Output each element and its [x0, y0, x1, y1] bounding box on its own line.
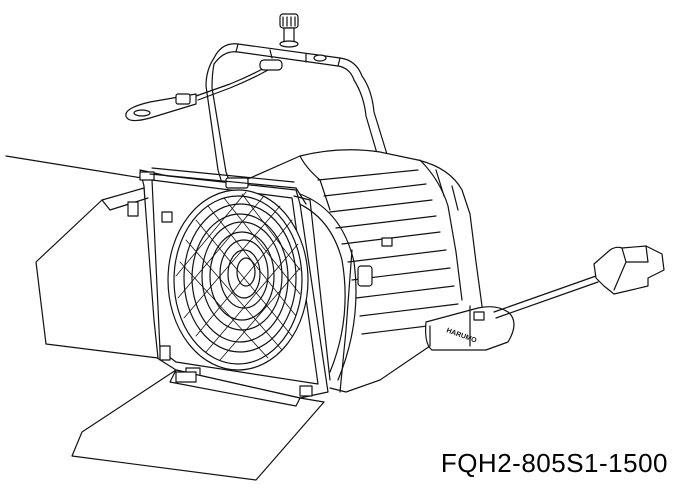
- barndoor-bottom: [71, 369, 325, 481]
- safety-wire: [125, 59, 283, 122]
- model-code-caption: FQH2-805S1-1500: [440, 448, 668, 478]
- safety-mesh: [175, 191, 301, 361]
- power-cable: [493, 245, 665, 319]
- fresnel-lens: [167, 189, 309, 371]
- barndoor-top: [149, 167, 307, 205]
- pole-line: [5, 155, 143, 179]
- ballast-box: [425, 305, 515, 351]
- barndoor-left: [35, 187, 173, 359]
- mounting-spigot: [279, 13, 299, 48]
